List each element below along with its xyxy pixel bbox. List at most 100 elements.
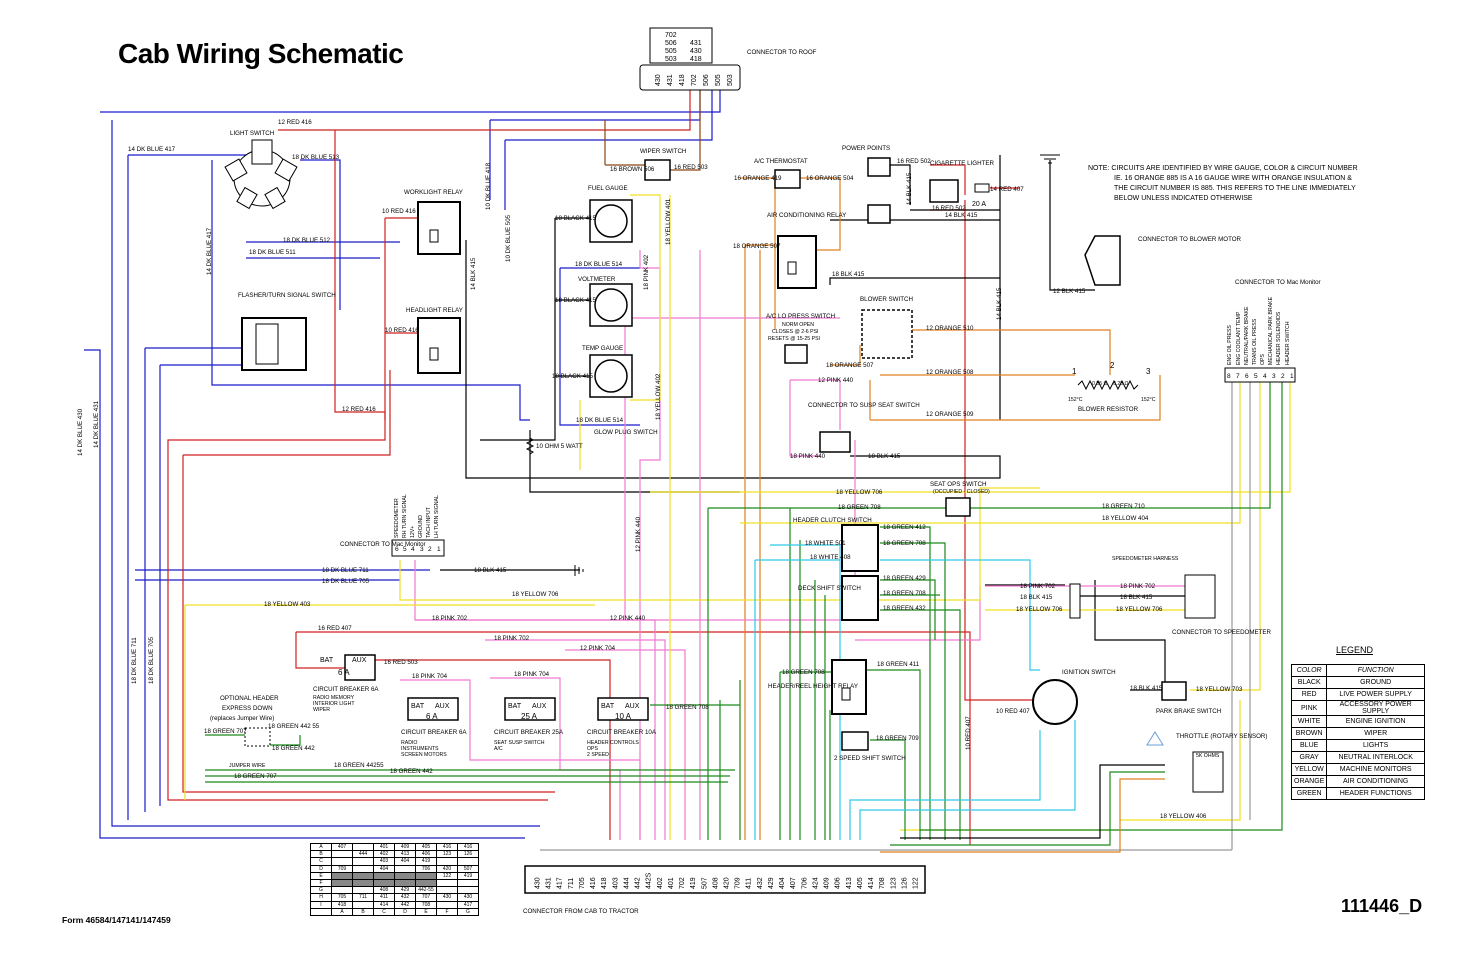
legend-function: LIVE POWER SUPPLY (1326, 688, 1425, 701)
grid-cell (394, 878, 416, 888)
roof-connector (639, 27, 741, 91)
wl-708c: 18 GREEN 708 (883, 590, 926, 597)
tractor-pin: 406 (835, 877, 842, 889)
wl-417: 14 DK BLUE 417 (128, 146, 176, 153)
grid-cell: 705 (331, 893, 353, 902)
grid-cell: 709 (331, 864, 353, 873)
legend-function: HEADER FUNCTIONS (1326, 787, 1425, 800)
header-clutch-label: HEADER CLUTCH SWITCH (793, 517, 872, 524)
cb-25a-box (504, 697, 556, 721)
wl-415d: 18 BLK 415 (832, 271, 865, 278)
wl-502b: 16 RED 502 (932, 205, 966, 212)
tractor-pin: 432 (757, 877, 764, 889)
wl-418: 10 DK BLUE 418 (485, 162, 492, 210)
tractor-pin: 429 (768, 877, 775, 889)
wl-407-top: 14 RED 407 (990, 186, 1024, 193)
ac-thermostat-box (774, 169, 801, 189)
grid-cell: E (415, 907, 437, 916)
optional-header-switch (244, 727, 271, 747)
wl-416a: 10 RED 416 (382, 208, 416, 215)
roof-pin-506: 506 (703, 74, 710, 86)
wl-704c: 18 PINK 704 (514, 671, 550, 678)
grid-cell: 706 (415, 864, 437, 873)
ignition-switch-symbol (1032, 679, 1078, 725)
note-line-1: NOTE: CIRCUITS ARE IDENTIFIED BY WIRE GA… (1088, 165, 1358, 172)
wl-415b: 14 BLK 415 (945, 212, 978, 219)
tractor-pin: 408 (712, 877, 719, 889)
grid-cell (415, 871, 437, 880)
grid-cell: 122 (436, 871, 458, 880)
grid-cell: 414 (373, 900, 395, 909)
grid-cell: 442 (394, 900, 416, 909)
resistor-pin-3: 3 (1146, 367, 1151, 376)
voltmeter-label: VOLTMETER (578, 276, 616, 283)
tractor-pin: 431 (546, 877, 553, 889)
optional-header-1: OPTIONAL HEADER (220, 695, 279, 702)
wl-411: 18 GREEN 411 (877, 661, 920, 668)
wl-710: 18 GREEN 710 (1102, 503, 1145, 510)
seat-ops-label: SEAT OPS SWITCH (930, 481, 987, 488)
ac-lo-press-note-3: RESETS @ 15-25 PSI (768, 336, 820, 342)
grid-cell (352, 857, 374, 866)
tractor-pin: 418 (601, 877, 608, 889)
ignition-switch-label: IGNITION SWITCH (1062, 669, 1116, 676)
speedo-connector-label: CONNECTOR TO SPEEDOMETER (1172, 629, 1272, 636)
mmr-label-8: HEADER SWITCH (1285, 321, 1291, 365)
drawing-number: 111446_D (1341, 896, 1423, 916)
wl-702a-r: 18 PINK 702 (1120, 583, 1156, 590)
roof-plug-418: 418 (690, 56, 702, 63)
roof-pin-431: 431 (667, 74, 674, 86)
wl-513: 18 DK BLUE 513 (292, 154, 340, 161)
grid-cell (394, 871, 416, 880)
seat-ops-switch-box (945, 497, 971, 517)
grid-cell: 419 (415, 857, 437, 866)
park-brake-switch-box (1161, 681, 1187, 701)
tractor-pin: 123 (890, 877, 897, 889)
grid-cell: 416 (457, 842, 479, 852)
wl-415e: 18 BLACK 415 (555, 297, 596, 304)
resistor-value-2: 0.25 Ω (1113, 381, 1129, 387)
mml-label-2: 12V+ (410, 526, 416, 538)
cb-6a-bottom-label: CIRCUIT BREAKER 6A (401, 729, 467, 736)
warning-icon (1146, 731, 1164, 746)
grid-cell (331, 850, 353, 859)
grid-cell: 420 (436, 864, 458, 873)
grid-cell: 711 (352, 893, 374, 902)
mmr-pin-6: 6 (1245, 373, 1249, 380)
mac-monitor-left-connector (391, 539, 445, 557)
grid-cell: C (310, 857, 332, 866)
grid-cell: 442-55 (415, 886, 437, 895)
note-line-2: IE. 16 ORANGE 885 IS A 16 GAUGE WIRE WIT… (1114, 175, 1352, 182)
wl-415c: 18 BLACK 415 (555, 215, 596, 222)
wl-511: 18 DK BLUE 511 (249, 249, 296, 256)
wl-401: 18 YELLOW 401 (665, 198, 672, 245)
grid-cell: F (436, 907, 458, 916)
wl-702b: 18 PINK 702 (432, 615, 468, 622)
grid-cell (352, 842, 374, 852)
roof-plug-505: 505 (665, 48, 677, 55)
park-brake-label: PARK BRAKE SWITCH (1156, 708, 1221, 715)
legend-color: WHITE (1290, 715, 1328, 728)
wl-512: 18 DK BLUE 512 (283, 237, 331, 244)
wl-508: 12 ORANGE 508 (926, 369, 974, 376)
fuse-20a-label: 20 A (972, 201, 986, 208)
wl-406: 18 YELLOW 406 (1160, 813, 1207, 820)
tractor-pin: 708 (879, 877, 886, 889)
cb-10a-box (597, 697, 649, 721)
cb-10a-bat: BAT (601, 703, 615, 710)
power-points-label: POWER POINTS (842, 145, 890, 152)
grid-cell: 419 (457, 871, 479, 880)
speedo-harness-label: SPEEDOMETER HARNESS (1112, 556, 1179, 562)
header-clutch-switch-box (841, 524, 879, 572)
wl-502a: 16 RED 502 (897, 158, 931, 165)
mml-label-4: TACH INPUT (426, 506, 432, 538)
jumper-wire-label: JUMPER WIRE (229, 763, 266, 769)
